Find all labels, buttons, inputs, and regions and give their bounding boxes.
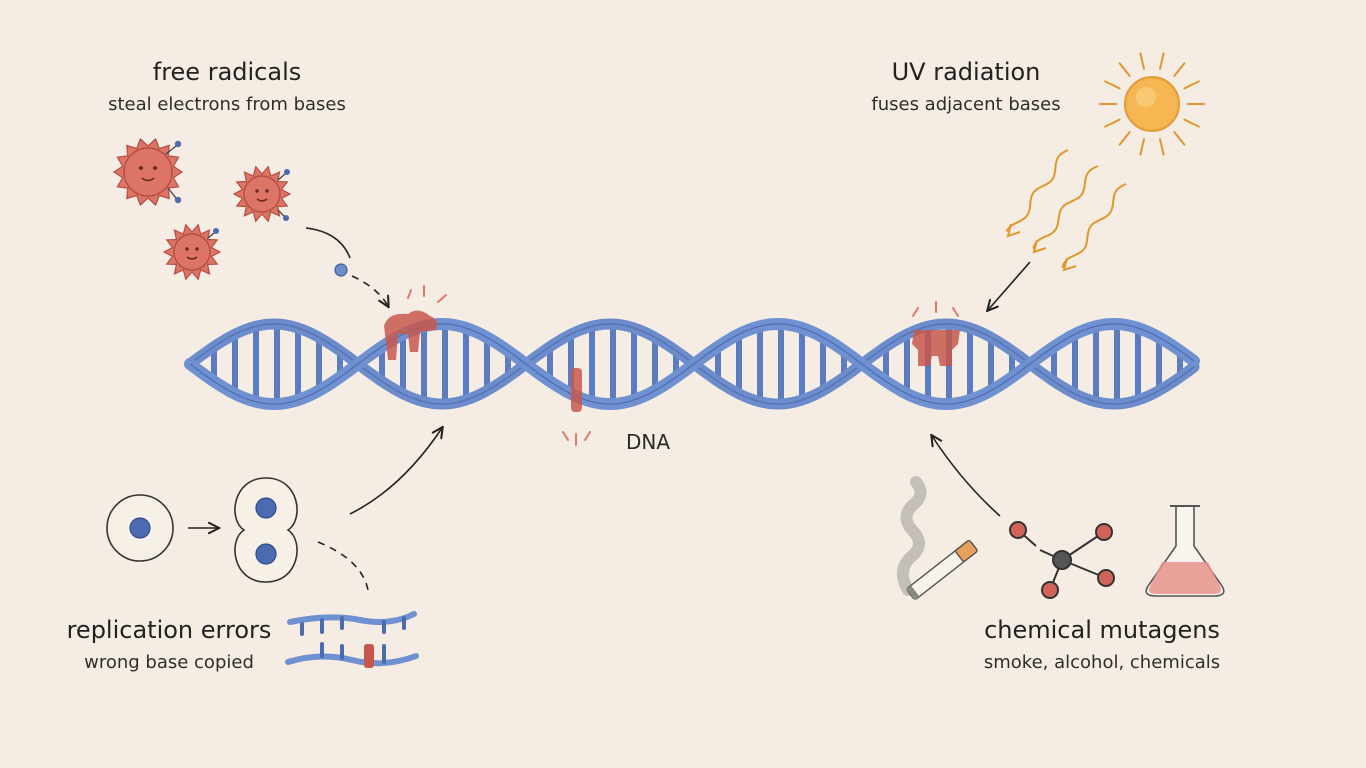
damage-site-uv <box>912 301 960 366</box>
free-radicals-illustration <box>112 137 388 306</box>
cell-to-strand-dashed-line <box>317 541 369 591</box>
sun-ray <box>1104 80 1121 90</box>
damage-mark-icon <box>407 285 447 303</box>
uv-to-dna-arrow <box>988 261 1031 310</box>
sun-ray <box>1183 118 1200 128</box>
dna-label: DNA <box>626 430 671 454</box>
free-radical-icon <box>112 137 184 207</box>
flask-icon <box>1145 505 1225 597</box>
free-radicals-label: free radicals steal electrons from bases <box>96 58 358 115</box>
cigarette-icon <box>896 476 978 601</box>
sun-ray <box>1118 131 1131 146</box>
sun-ray <box>1104 118 1121 128</box>
uv-ray-icon <box>1005 149 1127 272</box>
electron-to-dna-arrow <box>351 275 388 306</box>
molecule-icon <box>1009 521 1115 599</box>
replication-errors-title: replication errors <box>66 616 272 644</box>
replication-errors-subtitle: wrong base copied <box>84 652 254 673</box>
sun-ray <box>1159 138 1165 156</box>
free-radicals-subtitle: steal electrons from bases <box>108 94 346 115</box>
damage-mark-icon <box>562 431 591 446</box>
free-radical-icon <box>232 165 292 223</box>
free-radicals-title: free radicals <box>152 58 302 86</box>
damage-site-radical <box>384 285 447 360</box>
replication-errors-label: replication errors wrong base copied <box>62 616 276 673</box>
sun-ray <box>1183 80 1200 90</box>
sun-ray <box>1118 62 1131 77</box>
cell-icon <box>106 494 174 562</box>
free-radical-icon <box>162 223 222 281</box>
dividing-cell-icon <box>234 477 298 583</box>
dna-helix <box>184 317 1200 411</box>
replication-to-dna-arrow <box>349 428 442 515</box>
damage-site-replication <box>562 368 591 446</box>
chemical-mutagens-illustration <box>896 436 1225 601</box>
uv-radiation-title: UV radiation <box>891 58 1041 86</box>
sun-ray <box>1173 62 1186 77</box>
sun-icon <box>1099 52 1205 156</box>
uv-radiation-illustration <box>988 52 1205 310</box>
sun-ray <box>1159 52 1165 70</box>
chemical-mutagens-title: chemical mutagens <box>984 616 1220 644</box>
uv-radiation-subtitle: fuses adjacent bases <box>871 94 1061 115</box>
chemical-to-dna-arrow <box>932 436 1001 517</box>
damage-mark-icon <box>912 301 959 317</box>
sun-ray <box>1139 52 1145 70</box>
radical-to-electron-arrow <box>305 227 351 259</box>
replication-errors-illustration <box>106 428 442 668</box>
chemical-mutagens-label: chemical mutagens smoke, alcohol, chemic… <box>962 616 1242 673</box>
sun-ray <box>1139 138 1145 156</box>
dna-strand-front-edge <box>189 323 1195 405</box>
chemical-mutagens-subtitle: smoke, alcohol, chemicals <box>983 652 1221 673</box>
replicating-strand-icon <box>285 611 419 668</box>
electron-icon <box>334 263 348 277</box>
uv-radiation-label: UV radiation fuses adjacent bases <box>846 58 1086 115</box>
sun-ray <box>1173 131 1186 146</box>
